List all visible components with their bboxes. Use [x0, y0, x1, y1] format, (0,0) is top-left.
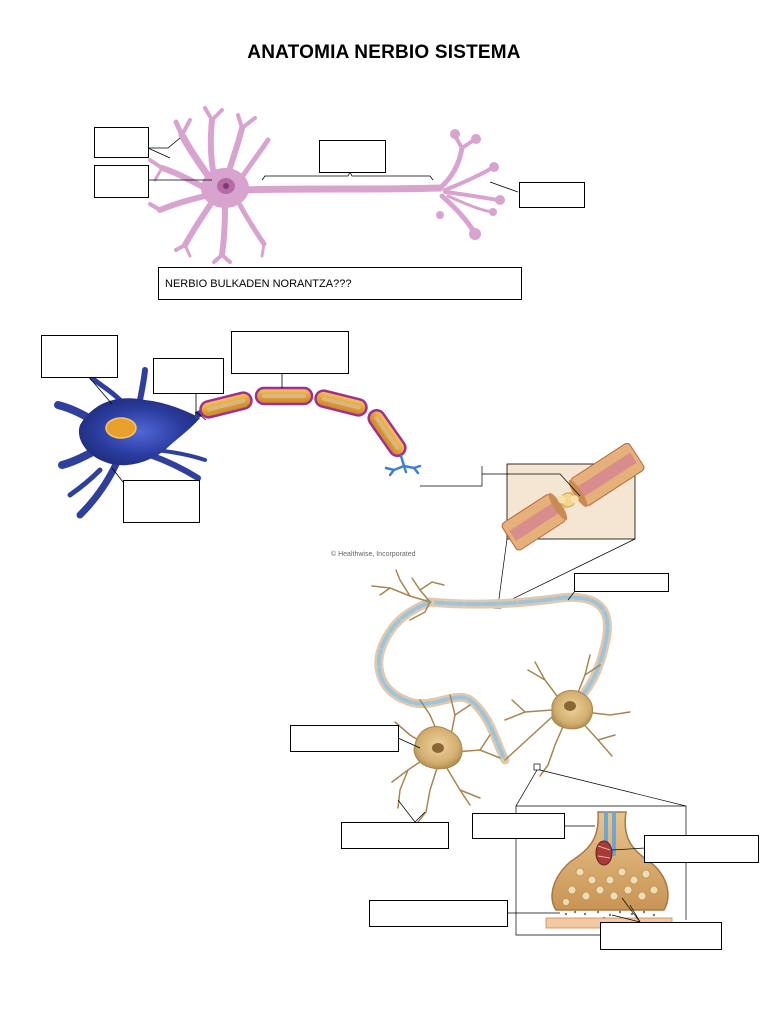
- pink-axon-terminal-bulbs: [436, 129, 505, 240]
- myelin-segment: [254, 386, 314, 406]
- soma-label-box[interactable]: [290, 725, 399, 752]
- blue-dendrites-label-box[interactable]: [123, 480, 200, 523]
- myelin-axon-label-box[interactable]: [574, 573, 669, 592]
- tan-neuron-left-nucleus: [432, 743, 444, 753]
- tan-neuron-leader-lines: [397, 590, 576, 823]
- myelin-segment: [367, 409, 407, 457]
- impulse-direction-question[interactable]: NERBIO BULKADEN NORANTZA???: [158, 267, 522, 300]
- node-of-ranvier-inset: [501, 442, 645, 551]
- axon-label-box[interactable]: [319, 140, 386, 173]
- axon-hillock-label-box[interactable]: [153, 358, 224, 394]
- blue-nucleus: [105, 417, 137, 439]
- pink-nucleolus: [223, 183, 229, 189]
- cell-body-label-box[interactable]: [94, 165, 149, 198]
- tan-myelinated-axon: [374, 592, 612, 765]
- dendrites-label-box[interactable]: [94, 127, 149, 158]
- synapse-connector-lines: [515, 763, 687, 936]
- myelin-sheath-label-box[interactable]: [231, 331, 349, 374]
- image-credit: © Healthwise, Incorporated: [331, 551, 416, 558]
- neurotransmitter-label-box[interactable]: [600, 922, 722, 950]
- synaptic-cleft-label-box[interactable]: [369, 900, 508, 927]
- mitochondrion: [595, 840, 613, 866]
- inset-connector-lines: [420, 466, 636, 609]
- myelin-sheath: [199, 386, 407, 457]
- tan-dendrites-label-box[interactable]: [341, 822, 449, 849]
- myelin-segment: [199, 391, 253, 419]
- blue-cell-body: [78, 398, 200, 466]
- axon-terminal-label-box[interactable]: [519, 182, 585, 208]
- page-title: ANATOMIA NERBIO SISTEMA: [247, 42, 521, 63]
- synapse-leader-lines: [507, 825, 646, 923]
- blue-neuron-leader-lines: [87, 374, 283, 483]
- mitochondrion-label-box[interactable]: [644, 835, 759, 863]
- blue-axon-terminal: [384, 454, 422, 477]
- neurotransmitters: [564, 910, 656, 920]
- presynaptic-terminal-label-box[interactable]: [472, 813, 565, 839]
- synaptic-vesicles: [562, 867, 659, 906]
- myelin-segment: [314, 389, 368, 417]
- nucleus-label-box[interactable]: [41, 335, 118, 378]
- tan-neuron-right-nucleus: [564, 701, 576, 711]
